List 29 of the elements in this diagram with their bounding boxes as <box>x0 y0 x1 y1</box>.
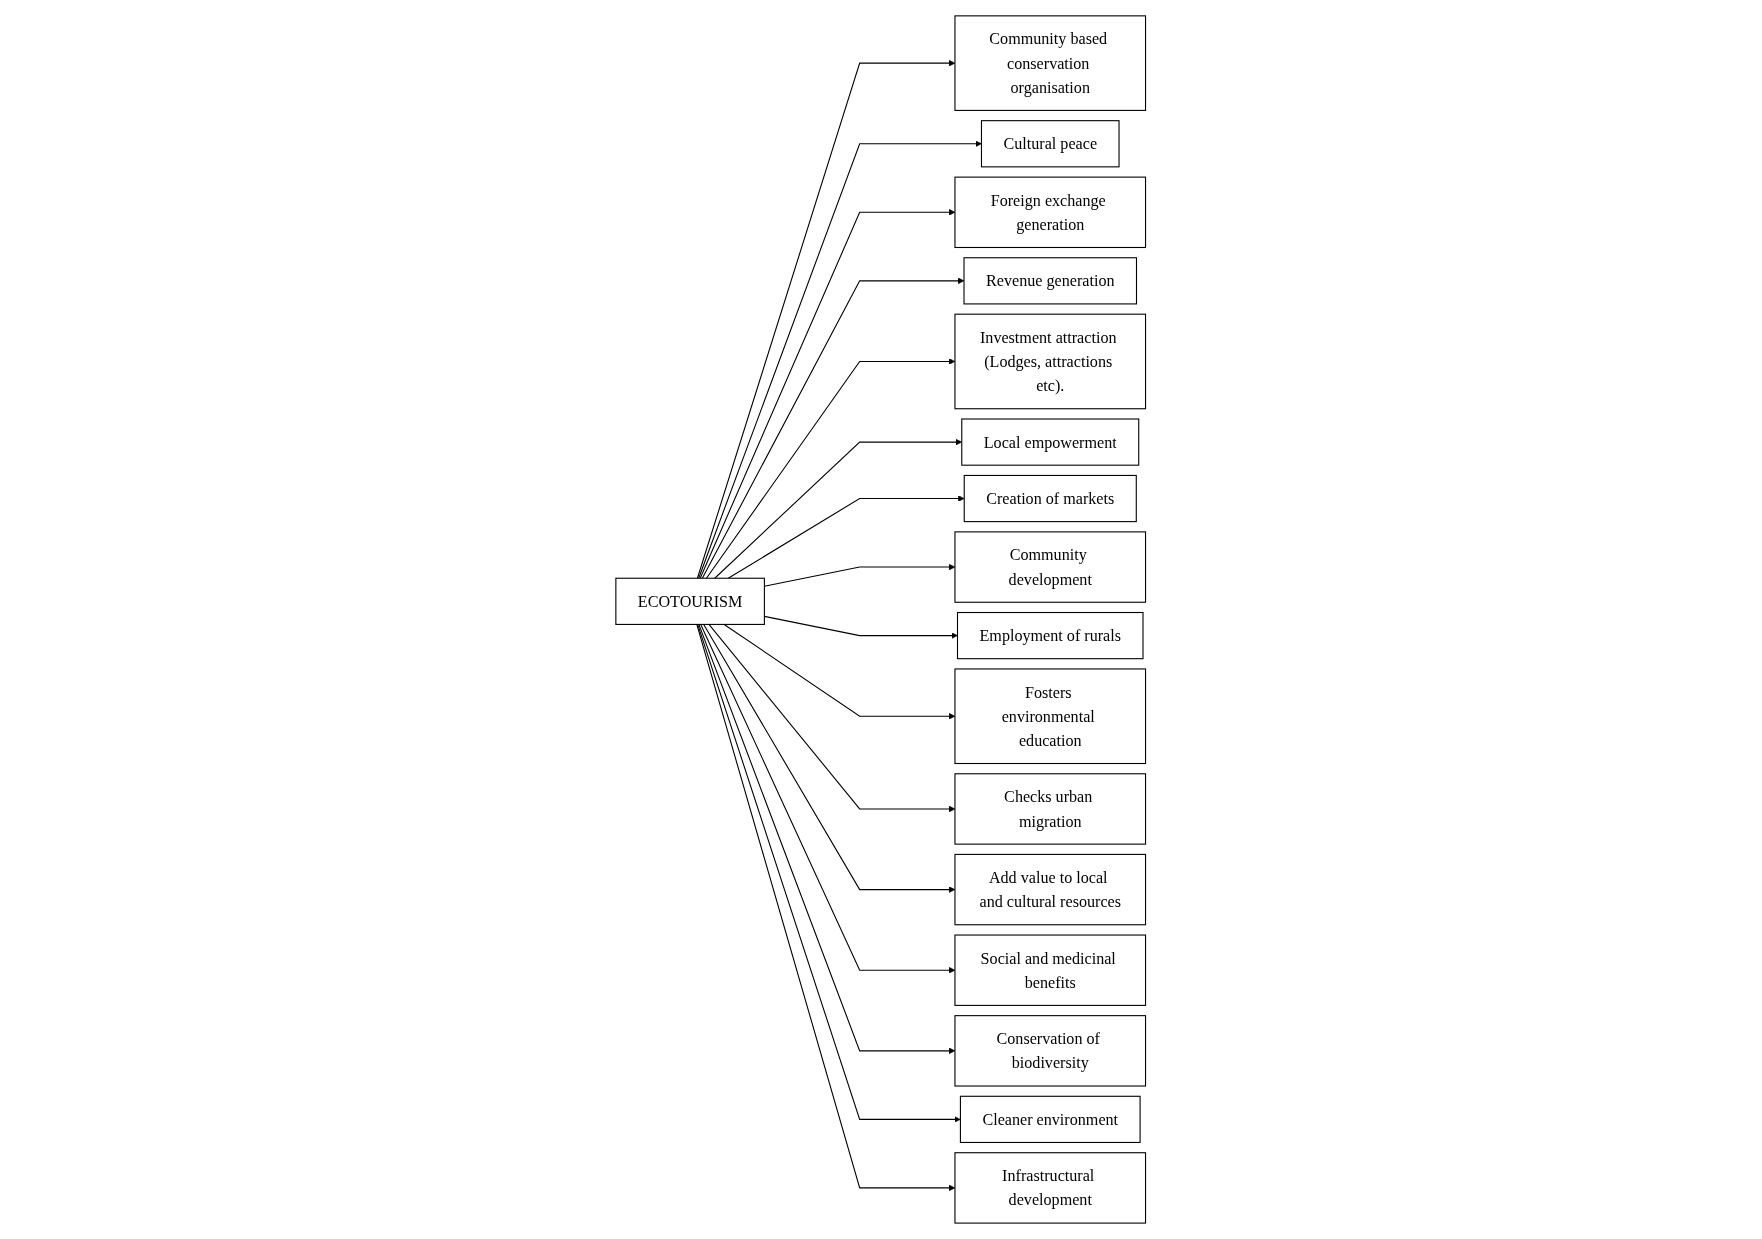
arrow <box>727 495 965 579</box>
node-box: ECOTOURISM <box>615 577 766 625</box>
arrow <box>723 623 956 720</box>
node-box: Social and medicinal benefits <box>954 934 1147 1006</box>
node-box: Cultural peace <box>981 120 1120 168</box>
node-box: Checks urban migration <box>954 773 1147 845</box>
node-box: Investment attraction (Lodges, attractions etc). <box>954 313 1147 410</box>
arrow <box>699 209 956 579</box>
node-box: Cleaner environment <box>960 1095 1141 1144</box>
arrow <box>698 623 956 1055</box>
arrow <box>708 623 956 813</box>
node-box: Revenue generation <box>963 257 1138 305</box>
node-box: Creation of markets <box>963 474 1138 523</box>
node-box: Fosters environmental education <box>954 668 1147 765</box>
node-box: Employment of rurals <box>957 612 1144 660</box>
node-box: Local empowerment <box>961 418 1140 466</box>
node-box: Add value to local and cultural resources <box>954 853 1147 926</box>
node-box: Conservation of biodiversity <box>954 1015 1147 1087</box>
arrow <box>714 438 963 579</box>
node-box: Community based conservation organisation <box>954 15 1147 111</box>
arrow <box>700 623 956 974</box>
node-box: Foreign exchange generation <box>954 176 1147 249</box>
arrow <box>706 358 956 579</box>
arrow <box>703 623 956 893</box>
node-box: Community development <box>954 531 1147 603</box>
node-box: Infrastructural development <box>954 1152 1147 1224</box>
arrow <box>697 59 956 579</box>
arrow <box>702 277 965 579</box>
arrow <box>764 563 956 587</box>
